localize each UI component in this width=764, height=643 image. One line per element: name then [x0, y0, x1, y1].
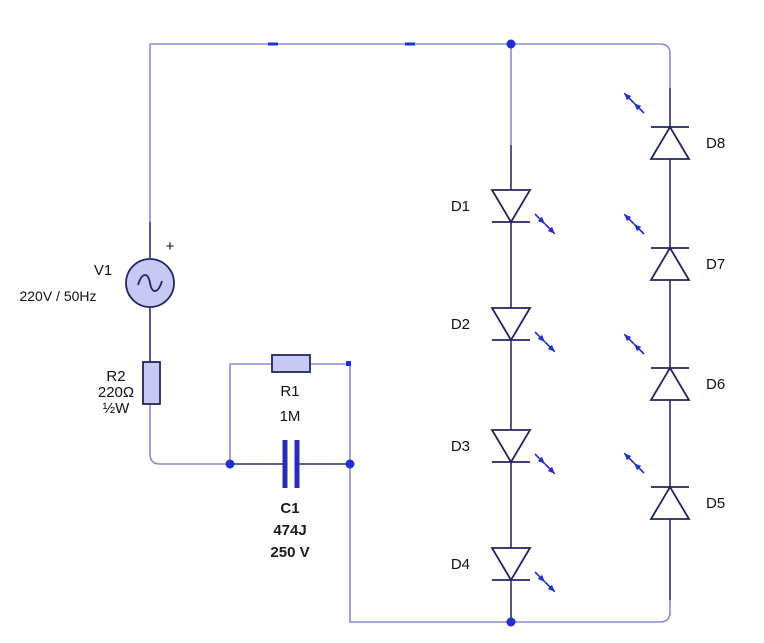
r2-value: 220Ω — [98, 384, 134, 401]
led-label: D6 — [706, 376, 725, 393]
r1-ref: R1 — [280, 383, 299, 400]
r2-ref: R2 — [106, 368, 125, 385]
wire-top-rail — [150, 43, 671, 88]
junction-dot — [225, 459, 235, 469]
led-D8: D8 — [623, 92, 725, 160]
terminal-marker — [346, 361, 351, 366]
r2-power: ½W — [103, 400, 131, 417]
led-D2: D2 — [451, 307, 556, 353]
light-emission-icon — [623, 92, 645, 114]
light-emission-icon — [534, 331, 556, 353]
led-label: D8 — [706, 135, 725, 152]
led-D1: D1 — [451, 189, 556, 235]
light-emission-icon — [623, 333, 645, 355]
led-D6: D6 — [623, 333, 725, 401]
junction-dot — [506, 39, 516, 49]
sine-wave-icon — [137, 274, 163, 292]
junction-dot — [506, 617, 516, 627]
light-emission-icon — [534, 453, 556, 475]
c1-voltage: 250 V — [270, 544, 309, 561]
led-label: D2 — [451, 316, 470, 333]
led-label: D5 — [706, 495, 725, 512]
led-label: D7 — [706, 256, 725, 273]
source-value: 220V / 50Hz — [19, 288, 96, 304]
r1-value: 1M — [280, 408, 301, 425]
led-label: D4 — [451, 556, 470, 573]
led-D5: D5 — [623, 452, 725, 520]
resistor-r2 — [142, 361, 161, 405]
led-label: D1 — [451, 198, 470, 215]
led-D3: D3 — [451, 429, 556, 475]
wire-bottom-rail — [349, 464, 671, 623]
light-emission-icon — [623, 452, 645, 474]
light-emission-icon — [534, 213, 556, 235]
capacitor-c1 — [282, 440, 300, 488]
c1-ref: C1 — [280, 500, 299, 517]
led-D7: D7 — [623, 213, 725, 281]
led-label: D3 — [451, 438, 470, 455]
light-emission-icon — [534, 571, 556, 593]
source-ref: V1 — [94, 262, 112, 279]
light-emission-icon — [623, 213, 645, 235]
wire-parallel-right — [310, 363, 351, 464]
ac-source-v1 — [125, 258, 175, 308]
c1-code: 474J — [273, 522, 306, 539]
resistor-r1 — [271, 354, 311, 373]
junction-dot — [345, 459, 355, 469]
wire-r2-to-node — [149, 404, 230, 465]
source-polarity: + — [166, 238, 175, 255]
led-D4: D4 — [451, 547, 556, 593]
wire-parallel-left — [229, 363, 272, 464]
